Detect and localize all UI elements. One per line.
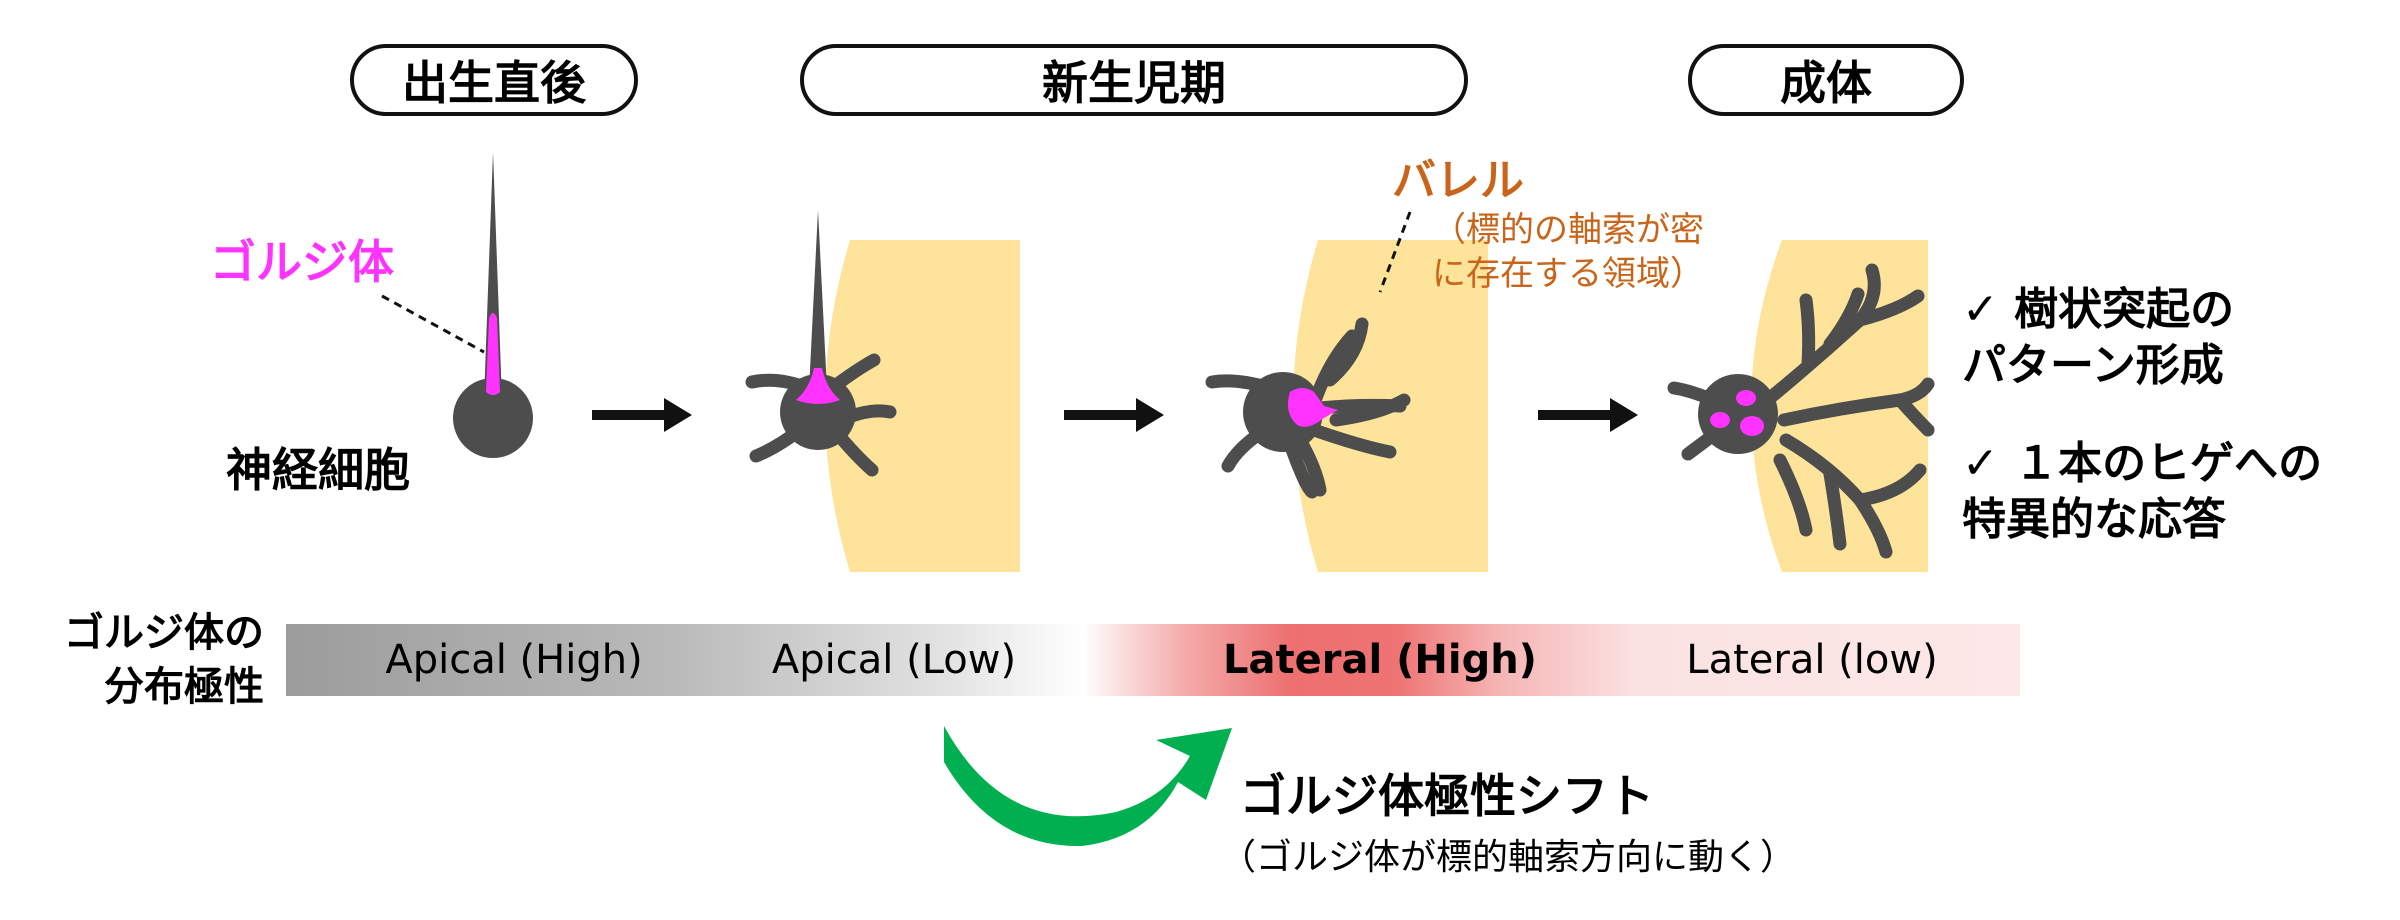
golgi-apparatus <box>796 368 840 404</box>
stage-label-text: 新生児期 <box>1042 56 1226 110</box>
stage-label-neonatal: 新生児期 <box>800 44 1468 116</box>
golgi-polarity-bar: Apical (High) Apical (Low) Lateral (High… <box>286 624 2020 696</box>
golgi-apparatus <box>486 313 500 395</box>
feature-dendrite-patterning: ✓ 樹状突起の パターン形成 <box>1962 284 2235 391</box>
arrow-right-icon <box>592 398 692 432</box>
bar-segment-apical-low: Apical (Low) <box>771 637 1017 683</box>
stage-arrows <box>592 398 1638 432</box>
neuron-label: 神経細胞 <box>226 443 410 497</box>
stage-label-text: 成体 <box>1780 56 1872 110</box>
bar-segment-lateral-high: Lateral (High) <box>1223 637 1537 683</box>
barrel-region-1 <box>825 240 1020 572</box>
bar-segment-apical-high: Apical (High) <box>385 637 643 683</box>
barrel-note: （標的の軸索が密に存在する領域） <box>1432 210 1704 294</box>
neuron-neonatal-early <box>745 210 897 477</box>
golgi-apparatus <box>1740 416 1764 436</box>
neuron-postnatal <box>381 152 533 458</box>
golgi-apparatus <box>1736 390 1756 406</box>
barrel-label: バレル <box>1392 155 1524 206</box>
arrow-right-icon <box>1064 398 1164 432</box>
feature-whisker-response: ✓ １本のヒゲへの 特異的な応答 <box>1962 438 2323 545</box>
stage-label-adult: 成体 <box>1688 44 1964 116</box>
polarity-bar-title: ゴルジ体の 分布極性 <box>64 610 264 710</box>
golgi-apparatus <box>1288 388 1338 427</box>
golgi-label: ゴルジ体 <box>210 235 394 289</box>
golgi-shift-arrow-icon <box>944 726 1232 847</box>
stage-label-text: 出生直後 <box>402 56 586 110</box>
shift-subtitle: （ゴルジ体が標的軸索方向に動く） <box>1220 837 1797 878</box>
neuron-adult <box>1667 263 1935 559</box>
arrow-right-icon <box>1538 398 1638 432</box>
shift-title: ゴルジ体極性シフト <box>1240 769 1654 823</box>
golgi-apparatus <box>1710 412 1730 428</box>
neuron-neonatal-late <box>1205 211 1412 499</box>
bar-segment-lateral-low: Lateral (low) <box>1686 637 1938 683</box>
stage-label-postnatal: 出生直後 <box>350 44 638 116</box>
